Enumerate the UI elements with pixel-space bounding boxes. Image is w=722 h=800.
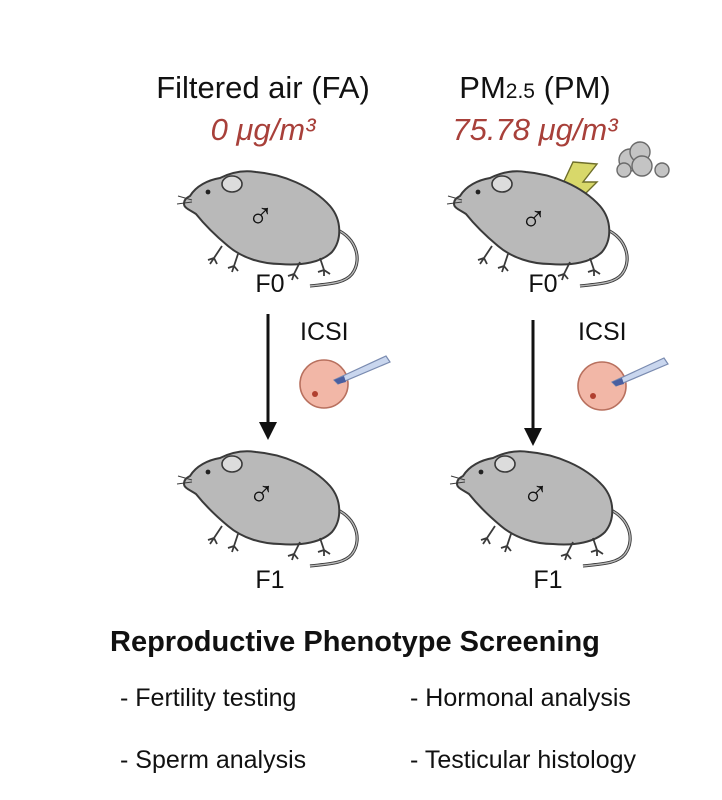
- pm-title-subscript: 2.5: [505, 80, 535, 103]
- fa-arrow-down-icon: [259, 314, 277, 440]
- screening-heading: Reproductive Phenotype Screening: [110, 626, 600, 658]
- screening-item-fertility: - Fertility testing: [120, 684, 297, 712]
- fa-group-title: Filtered air (FA): [156, 70, 370, 105]
- pm-title-main: PM: [459, 70, 506, 105]
- fa-dose: 0 μg/m³: [210, 112, 316, 147]
- pm-arrow-down-icon: [524, 320, 542, 446]
- pm-group-title: PM2.5 (PM): [400, 70, 670, 106]
- screening-item-histology: - Testicular histology: [410, 746, 637, 774]
- screening-item-hormonal: - Hormonal analysis: [410, 684, 631, 712]
- pollution-cloud-icon: [616, 141, 670, 178]
- pm-f1-label: F1: [533, 566, 563, 594]
- fa-f1-male-symbol: ♂: [248, 473, 275, 514]
- fa-f0-label: F0: [255, 270, 285, 298]
- screening-item-sperm: - Sperm analysis: [120, 746, 307, 774]
- pm-icsi-label: ICSI: [578, 318, 627, 346]
- fa-icsi-label: ICSI: [300, 318, 349, 346]
- pm-dose: 75.78 μg/m³: [452, 112, 618, 147]
- pm-f0-male-symbol: ♂: [520, 198, 547, 239]
- pm-f0-label: F0: [528, 270, 558, 298]
- fa-f0-male-symbol: ♂: [247, 195, 274, 236]
- pm-f1-male-symbol: ♂: [522, 473, 549, 514]
- pm-oocyte-injection-icon: [577, 357, 669, 411]
- fa-oocyte-injection-icon: [299, 355, 391, 409]
- fa-f1-label: F1: [255, 566, 285, 594]
- pm-title-rest: (PM): [534, 70, 611, 105]
